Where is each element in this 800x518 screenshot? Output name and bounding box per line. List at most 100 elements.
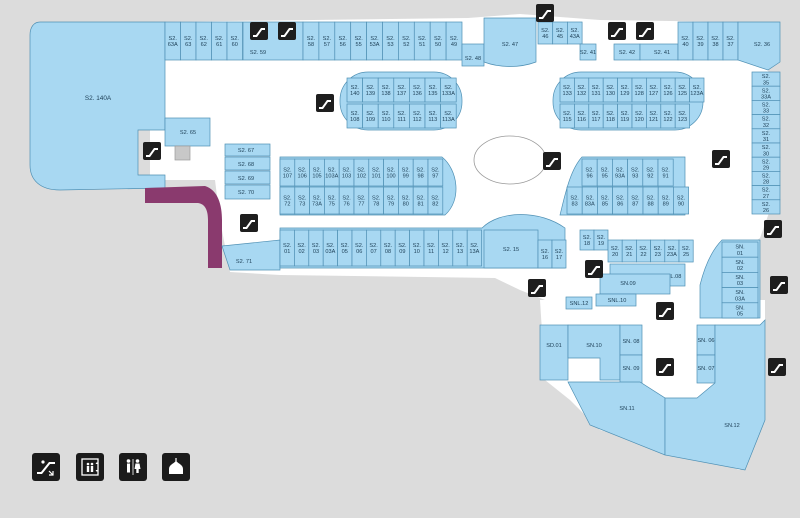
shop-s2-43a[interactable]	[567, 21, 583, 45]
label-s2-48: S2. 48	[465, 56, 481, 62]
label-s2-67: S2. 67	[238, 148, 254, 154]
label-sn-05: SN.05	[735, 305, 745, 317]
label-s2-12: S2.12	[441, 243, 450, 255]
shop-s2-91[interactable]	[657, 158, 674, 187]
label-s2-73a: S2.73A	[312, 196, 322, 208]
shop-s2-133a[interactable]	[440, 77, 457, 103]
label-s2-121: S2.121	[649, 111, 658, 123]
shop-s2-70[interactable]	[224, 184, 271, 200]
label-s2-79: S2.79	[387, 196, 396, 208]
shop-sn-05[interactable]	[721, 302, 759, 319]
label-s2-102: S2.102	[357, 168, 366, 180]
label-s2-123: S2.123	[678, 111, 687, 123]
label-s2-133a: S2.133A	[442, 85, 455, 97]
label-s2-21: S2.21	[625, 246, 634, 258]
restroom-icon-glyph	[611, 28, 623, 37]
label-s2-140: S2.140	[350, 85, 359, 97]
legend-elevator	[76, 453, 104, 481]
label-s2-20: S2.20	[611, 246, 620, 258]
label-sn-03: SN.03	[735, 275, 745, 287]
label-s2-95: S2.95	[601, 168, 610, 180]
elevator-icon-glyph	[243, 220, 255, 229]
label-s2-52: S2.52	[402, 36, 411, 48]
label-s2-72: S2.72	[283, 196, 292, 208]
legend-prayer-room	[162, 453, 190, 481]
shop-s2-123[interactable]	[674, 103, 690, 129]
label-s2-18: S2.18	[583, 235, 592, 247]
shop-sd-01[interactable]	[539, 324, 569, 381]
label-s2-73: S2.73	[298, 196, 307, 208]
shop-sn-11[interactable]	[567, 381, 666, 456]
shop-s2-17[interactable]	[551, 239, 567, 269]
label-s2-57: S2.57	[323, 36, 332, 48]
label-s2-98: S2.98	[416, 168, 425, 180]
east-island-shops: S2.133S2.132S2.131S2.130S2.129S2.128S2.1…	[559, 77, 705, 129]
shop-s2-97[interactable]	[427, 158, 444, 187]
label-s2-07: S2.07	[369, 243, 378, 255]
escalator-icon	[37, 460, 55, 476]
label-s2-103a: S2.103A	[325, 168, 338, 180]
label-s2-61: S2.61	[215, 36, 224, 48]
label-s2-23a: S2.23A	[667, 246, 677, 258]
mid-east-shops: S2.96S2.95S2.93AS2.93S2.92S2.91S2.83S2.8…	[566, 158, 689, 215]
label-s2-77: S2.77	[357, 196, 366, 208]
label-s2-113: S2.113	[428, 111, 437, 123]
shop-s2-113a[interactable]	[440, 103, 457, 129]
elevator-icon-glyph	[767, 226, 779, 235]
label-s2-22: S2.22	[639, 246, 648, 258]
shop-s2-26[interactable]	[751, 199, 781, 215]
label-s2-43a: S2.43A	[570, 28, 580, 40]
label-sn-06: SN. 06	[697, 338, 714, 344]
label-s2-87: S2.87	[631, 196, 640, 208]
shop-s2-68[interactable]	[224, 156, 271, 171]
shop-s2-90[interactable]	[673, 186, 689, 215]
shop-s2-41-small[interactable]	[579, 43, 597, 61]
shop-s2-36[interactable]	[737, 21, 781, 71]
label-s2-35: S2.35	[762, 74, 771, 86]
label-s2-138: S2.138	[381, 85, 390, 97]
shop-s2-71[interactable]	[221, 239, 281, 271]
map-facility-markers	[143, 4, 788, 376]
elevator-icon	[81, 458, 99, 476]
label-s2-89: S2.89	[662, 196, 671, 208]
shop-s2-25[interactable]	[678, 239, 694, 263]
label-s2-109: S2.109	[366, 111, 375, 123]
shop-s2-48[interactable]	[461, 43, 485, 67]
shop-s2-49[interactable]	[445, 21, 463, 61]
shop-s2-47[interactable]	[483, 17, 537, 67]
label-s2-36: S2. 36	[754, 42, 770, 48]
label-s2-33: S2.33	[762, 103, 771, 115]
label-s2-86: S2.86	[616, 196, 625, 208]
label-s2-96: S2.96	[585, 168, 594, 180]
label-s2-136: S2.136	[413, 85, 422, 97]
shop-s2-60[interactable]	[226, 21, 243, 61]
label-s2-16: S2.16	[541, 249, 550, 261]
label-s2-139: S2.139	[366, 85, 375, 97]
shop-s2-67[interactable]	[224, 143, 271, 157]
label-s2-107: S2.107	[283, 168, 292, 180]
shop-s2-65[interactable]	[164, 117, 211, 147]
label-s2-13: S2.13	[456, 243, 465, 255]
label-s2-113a: S2.113A	[442, 111, 455, 123]
shop-s2-15[interactable]	[483, 229, 539, 269]
label-s2-118: S2.118	[606, 111, 615, 123]
shop-s2-82[interactable]	[427, 186, 444, 215]
escalator-icon-glyph	[546, 158, 558, 167]
label-sn-12: SN.12	[724, 423, 740, 429]
south-row-shops: S2.01S2.02S2.03S2.03AS2.05S2.06S2.07S2.0…	[279, 229, 482, 267]
shop-snl-10[interactable]	[595, 293, 637, 307]
shop-s2-69[interactable]	[224, 170, 271, 185]
label-snl-12: SNL.12	[570, 301, 589, 307]
shop-s2-140a[interactable]	[29, 21, 166, 191]
label-s2-50: S2.50	[434, 36, 443, 48]
label-sn-01: SN.01	[735, 245, 745, 257]
shop-sn-12[interactable]	[664, 319, 766, 471]
shop-s2-13a[interactable]	[466, 229, 482, 267]
label-s2-123a: S2.123A	[690, 85, 703, 97]
label-s2-137: S2.137	[397, 85, 406, 97]
label-sn-08: SN. 08	[622, 339, 639, 345]
shop-snl-12[interactable]	[565, 296, 593, 310]
label-s2-03a: S2.03A	[325, 243, 335, 255]
shop-s2-123a[interactable]	[689, 77, 705, 103]
